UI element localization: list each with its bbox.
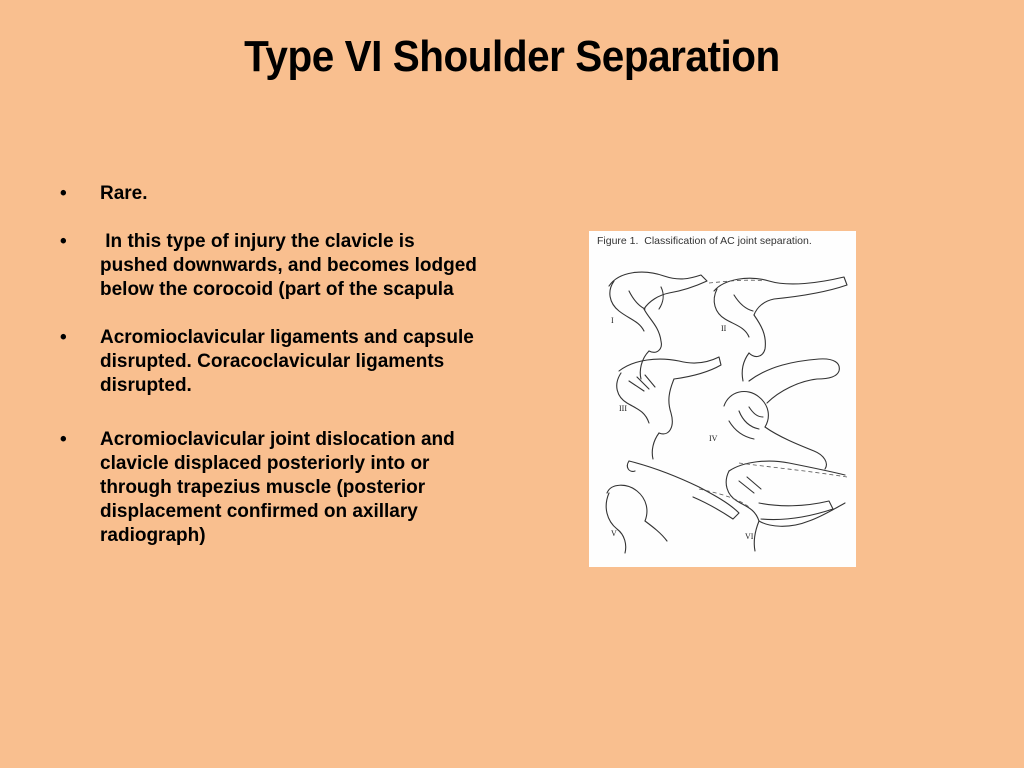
panel-type-2-dashed-outline (708, 279, 765, 284)
bullet-item: • In this type of injury the clavicle is… (60, 230, 480, 302)
panel-label: III (619, 404, 627, 413)
panel-label: II (721, 324, 727, 333)
panel-label: IV (709, 434, 718, 443)
panel-type-6-dashed-outline (738, 462, 848, 478)
bullet-item: • Acromioclavicular ligaments and capsul… (60, 326, 480, 398)
ac-joint-diagram: I II III IV V VI (605, 271, 848, 554)
bullet-text: In this type of injury the clavicle is p… (100, 231, 483, 300)
bullet-text: Acromioclavicular ligaments and capsule … (100, 327, 474, 396)
bullet-list: • Rare. • In this type of injury the cla… (60, 182, 480, 572)
panel-type-3-drawing (616, 356, 722, 460)
panel-label: I (611, 316, 614, 325)
panel-type-5-drawing (605, 460, 740, 554)
ac-joint-classification-figure: I II III IV V VI Figure 1. Classificatio… (589, 231, 856, 567)
panel-label: V (611, 529, 617, 538)
bullet-item: • Rare. (60, 182, 480, 206)
bullet-item: • Acromioclavicular joint dislocation an… (60, 428, 480, 548)
figure-caption: Figure 1. Classification of AC joint sep… (597, 235, 812, 247)
bullet-marker: • (60, 231, 67, 252)
panel-type-4-drawing (723, 358, 840, 470)
panel-label: VI (745, 532, 754, 541)
slide-title: Type VI Shoulder Separation (244, 32, 780, 81)
bullet-text: Acromioclavicular joint dislocation and … (100, 429, 455, 546)
bullet-marker: • (60, 183, 67, 204)
panel-type-1-drawing (608, 271, 708, 380)
panel-type-2-drawing (713, 276, 848, 382)
bullet-text: Rare. (100, 183, 148, 204)
panel-type-5-dashed-outline (698, 488, 750, 508)
bullet-marker: • (60, 327, 67, 348)
panel-type-6-drawing (725, 460, 846, 552)
bullet-marker: • (60, 429, 67, 450)
